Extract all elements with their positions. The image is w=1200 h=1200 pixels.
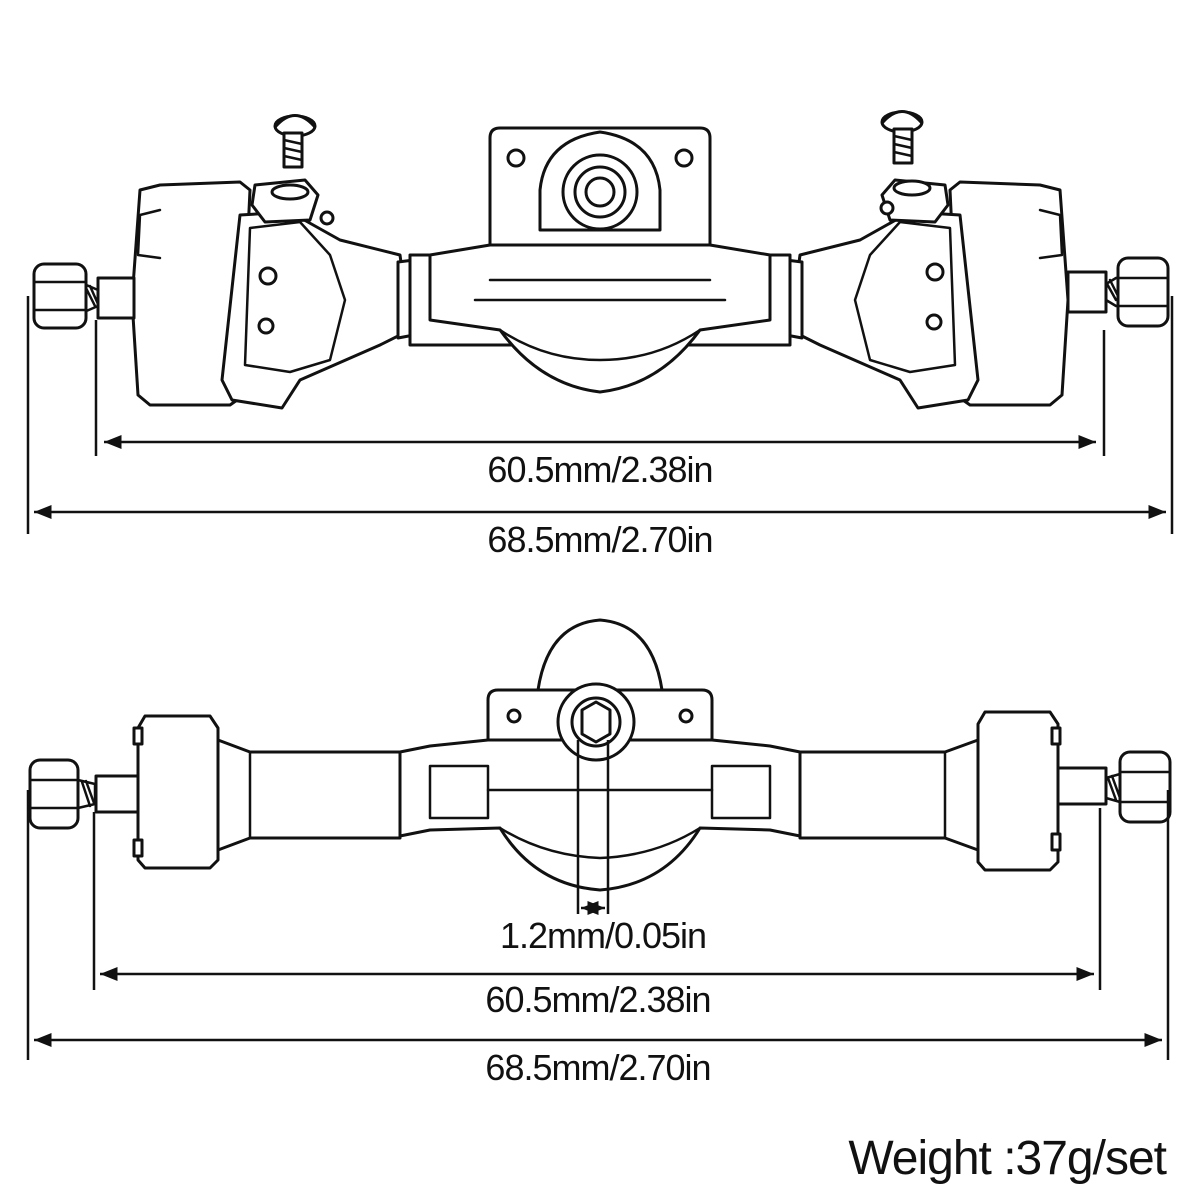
weight-label: Weight :37g/set	[848, 1132, 1166, 1185]
front-outer-width-label: 68.5mm/2.70in	[487, 519, 712, 560]
rear-inner-width-label: 60.5mm/2.38in	[485, 979, 710, 1020]
rear-axle-dimensions: 1.2mm/0.05in 60.5mm/2.38in 68.5mm/2.70in	[26, 740, 1170, 1088]
front-axle-dimensions: 60.5mm/2.38in 68.5mm/2.70in	[26, 296, 1174, 560]
rear-offset-label: 1.2mm/0.05in	[500, 915, 706, 956]
rear-axle-drawing	[28, 618, 1172, 892]
front-inner-width-label: 60.5mm/2.38in	[487, 449, 712, 490]
rear-outer-width-label: 68.5mm/2.70in	[485, 1047, 710, 1088]
front-axle-drawing	[32, 110, 1170, 410]
